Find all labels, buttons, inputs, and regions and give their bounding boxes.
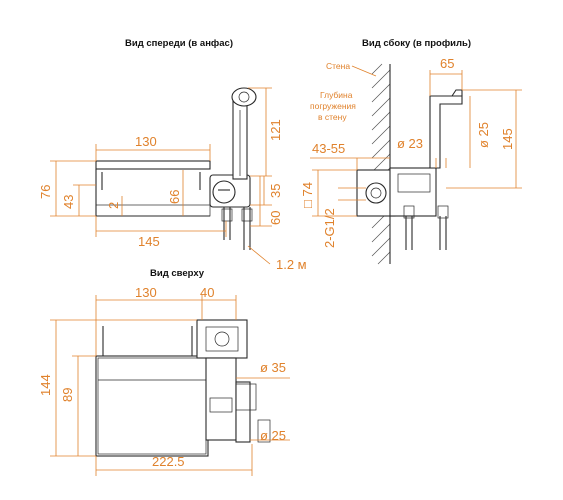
side-shower-handle (429, 95, 463, 169)
top-dim-d35: ø 35 (260, 360, 286, 375)
front-shelf-tray (95, 204, 211, 217)
front-dim-35: 35 (268, 184, 283, 198)
front-shelf-top (95, 160, 211, 170)
front-dim-66: 66 (167, 190, 182, 204)
side-dim-65: 65 (440, 56, 454, 71)
side-thread: 2-G1/2 (322, 208, 337, 248)
side-view: Стена Глубина погружения в стену 65 43-5… (300, 56, 522, 265)
depth-label-line3: в стену (318, 112, 347, 122)
top-view: 130 40 144 89 ø 35 ø 25 222.5 (38, 285, 290, 476)
depth-label-line1: Глубина (320, 90, 353, 100)
side-hose-1 (405, 216, 413, 250)
top-dim-d25: ø 25 (260, 428, 286, 443)
wall-label: Стена (326, 61, 350, 71)
front-hose-length: 1.2 м (276, 257, 307, 272)
top-dim-89: 89 (60, 388, 75, 402)
front-hose-left (223, 207, 231, 240)
front-dim-130: 130 (135, 134, 157, 149)
top-dim-144: 144 (38, 374, 53, 396)
side-dim-d25: ø 25 (476, 122, 491, 148)
front-view: 130 76 43 66 2 145 121 35 60 (38, 87, 307, 272)
side-dim-145: 145 (500, 128, 515, 150)
front-dim-121: 121 (268, 119, 283, 141)
front-view-title: Вид спереди (в анфас) (125, 38, 233, 49)
side-dim-43-55: 43-55 (312, 141, 345, 156)
top-embedded-box (196, 319, 248, 359)
top-view-title: Вид сверху (150, 268, 205, 279)
front-mixer-knob (212, 180, 236, 204)
front-hose-right (243, 207, 251, 250)
top-shower-holder (235, 381, 251, 443)
front-dim-60: 60 (268, 211, 283, 225)
front-shower-head (231, 87, 257, 107)
top-dim-222-5: 222.5 (152, 454, 185, 469)
top-dim-130: 130 (135, 285, 157, 300)
front-dim-43: 43 (61, 195, 76, 209)
front-dim-145: 145 (138, 234, 160, 249)
side-dim-d23: ø 23 (397, 136, 423, 151)
side-view-title: Вид сбоку (в профиль) (362, 38, 471, 49)
depth-label-line2: погружения (310, 101, 356, 111)
side-hose-2 (439, 216, 447, 250)
top-shelf (95, 355, 209, 457)
top-dim-40: 40 (200, 285, 214, 300)
top-mixer-body (205, 357, 237, 441)
front-dim-2: 2 (106, 202, 121, 209)
front-dim-76: 76 (38, 185, 53, 199)
side-dim-74: □ 74 (300, 182, 315, 208)
